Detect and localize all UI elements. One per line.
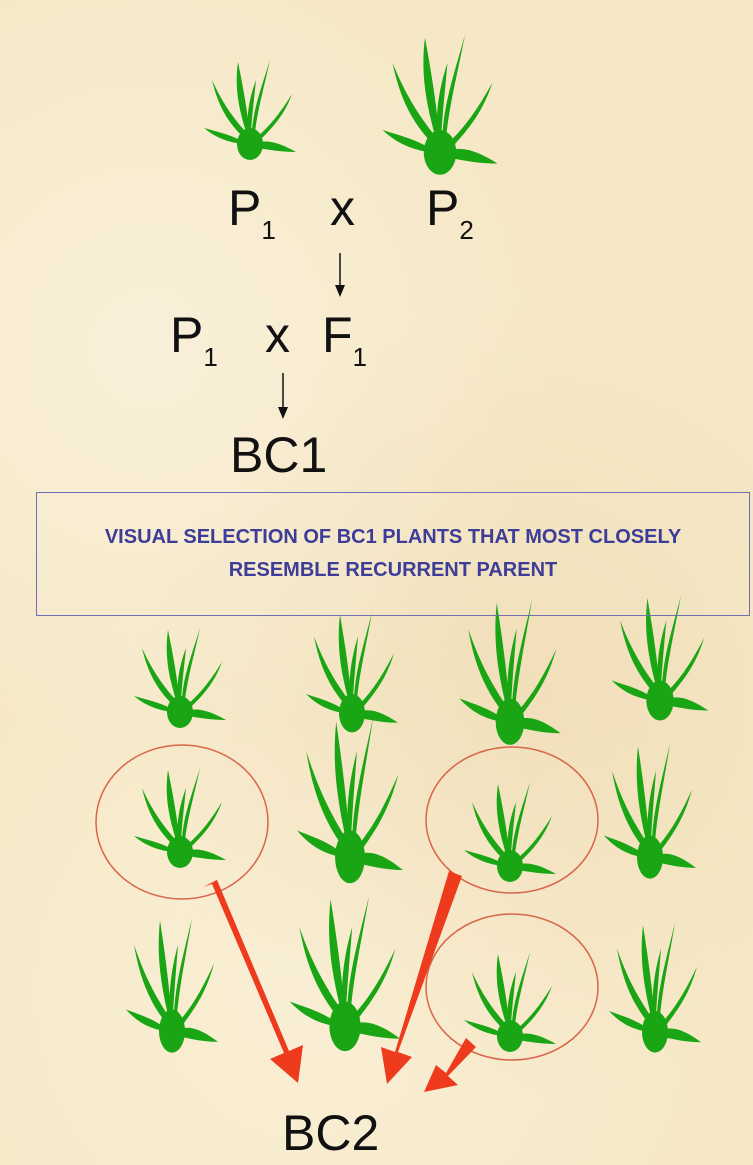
- parent-1-plant-icon: [204, 60, 296, 160]
- bc1-plant-selected: [464, 952, 556, 1052]
- bc2-label: BC2: [282, 1108, 379, 1158]
- cross-arrow-1: [335, 253, 345, 297]
- recurrent-parent-label: P1: [170, 310, 218, 360]
- f1-label: F1: [322, 310, 367, 360]
- selection-banner: VISUAL SELECTION OF BC1 PLANTS THAT MOST…: [36, 492, 750, 616]
- bc1-plant: [290, 896, 400, 1051]
- bc1-plant-selected: [464, 782, 556, 882]
- selection-banner-text: VISUAL SELECTION OF BC1 PLANTS THAT MOST…: [77, 521, 709, 587]
- parent-2-label: P2: [426, 183, 474, 233]
- cross-arrow-2: [278, 373, 288, 419]
- bc1-plant-selected: [134, 768, 226, 868]
- bc1-plant: [604, 744, 696, 879]
- selection-arrow: [203, 880, 303, 1083]
- selection-arrow: [381, 871, 462, 1084]
- parent-2-plant-icon: [383, 35, 498, 175]
- bc1-plant: [459, 600, 560, 745]
- cross-symbol: x: [330, 183, 355, 233]
- bc1-plant: [306, 612, 398, 732]
- selection-arrow: [424, 1038, 476, 1092]
- bc1-plant: [126, 918, 218, 1053]
- bc1-plant: [134, 628, 226, 728]
- parent-1-label: P1: [228, 183, 276, 233]
- bc1-plant: [297, 718, 403, 883]
- bc1-plant: [609, 923, 701, 1053]
- cross-symbol: x: [265, 310, 290, 360]
- bc1-label: BC1: [230, 430, 327, 480]
